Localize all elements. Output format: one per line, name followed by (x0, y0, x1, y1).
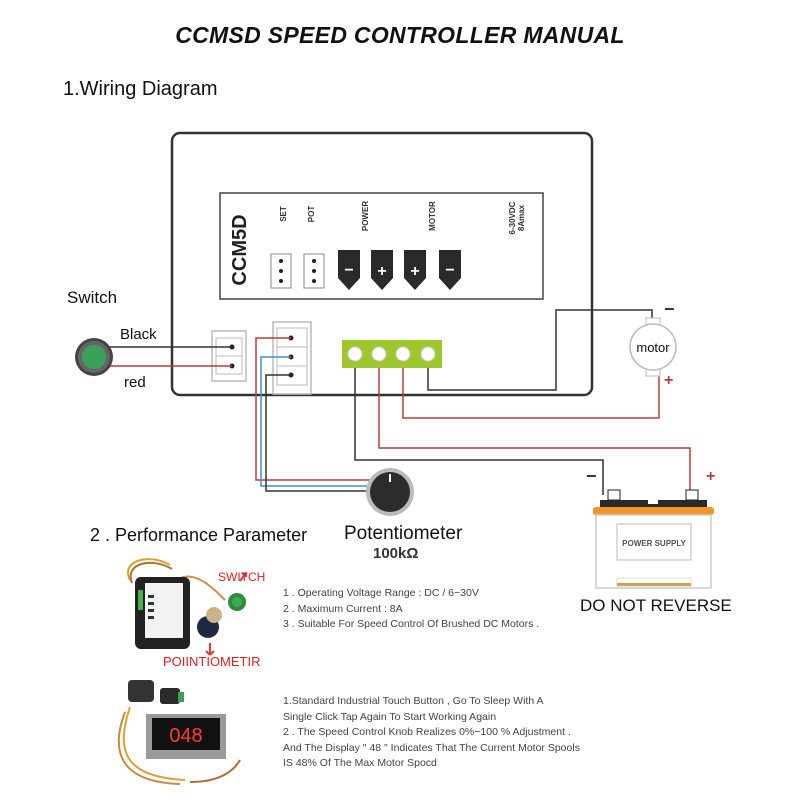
description-list: 1.Standard Industrial Touch Button , Go … (283, 694, 580, 772)
description-line: 1.Standard Industrial Touch Button , Go … (283, 695, 544, 707)
pot-wire-red (255, 337, 372, 481)
svg-text:−: − (445, 262, 454, 279)
red-wire-label: red (124, 374, 146, 391)
parameter-list: 1 . Operating Voltage Range : DC / 6−30V… (283, 586, 539, 633)
parameter-item: 3 . Suitable For Speed Control Of Brushe… (283, 618, 540, 630)
description-line: And The Display " 48 " Indicates That Th… (283, 741, 580, 754)
pot-wire-black (265, 374, 372, 492)
rating-voltage: 6-30VDC (508, 201, 517, 234)
model-label: CCM5D (229, 214, 251, 285)
rating-current: 8Amax (517, 204, 526, 231)
pot-photo-label: POIINTIOMETIR (163, 654, 261, 669)
svg-text:+: + (377, 263, 386, 280)
terminal-motor-minus: − (439, 250, 461, 290)
performance-heading: 2 . Performance Parameter (90, 525, 308, 545)
description-line: IS 48% Of The Max Motor Spocd (283, 757, 437, 769)
motor-icon (629, 317, 677, 377)
pot-wire-blue (260, 356, 372, 487)
port-label-set: SET (279, 206, 288, 222)
black-wire-label: Black (120, 326, 157, 343)
terminal-power-plus: + (371, 250, 393, 290)
terminal-motor-plus: + (404, 250, 426, 290)
potentiometer-knob-icon (366, 468, 414, 516)
parameter-item: 1 . Operating Voltage Range : DC / 6−30V (283, 587, 479, 599)
display-readout: 048 (169, 725, 202, 747)
wiring-heading: 1.Wiring Diagram (63, 78, 218, 100)
switch-button-icon (75, 338, 113, 376)
power-minus-wire (354, 368, 604, 495)
display-photo: 048 (117, 680, 241, 785)
battery-minus-sign: − (586, 466, 597, 486)
potentiometer-label: Potentiometer (344, 523, 463, 544)
controller-housing (170, 131, 594, 397)
power-plus-wire (378, 368, 691, 495)
description-line: Single Click Tap Again To Start Working … (283, 710, 497, 723)
svg-text:−: − (344, 262, 353, 279)
port-label-power: POWER (361, 201, 370, 231)
switch-label: Switch (67, 288, 118, 307)
battery-label: POWER SUPPLY (622, 539, 686, 548)
terminal-power-minus: − (338, 250, 360, 290)
motor-label: motor (636, 340, 670, 355)
motor-plus-wire (402, 368, 660, 419)
motor-minus-wire (427, 309, 653, 391)
potentiometer-value: 100kΩ (373, 545, 419, 562)
battery-plus-sign: + (706, 468, 715, 485)
parameter-item: 2 . Maximum Current : 8A (283, 602, 403, 615)
do-not-reverse-warning: DO NOT REVERSE (580, 596, 732, 615)
motor-plus-sign: + (664, 372, 673, 389)
port-label-pot: POT (307, 206, 316, 223)
page-title: CCMSD SPEED CONTROLLER MANUAL (175, 22, 625, 48)
battery-icon (593, 489, 714, 589)
svg-text:+: + (410, 263, 419, 280)
port-label-motor: MOTOR (428, 201, 437, 231)
controller-photo (127, 558, 247, 656)
controller-panel (219, 192, 544, 300)
switch-photo-label: SWITCH (218, 570, 266, 584)
motor-minus-sign: − (664, 299, 675, 319)
description-line: 2 . The Speed Control Knob Realizes 0%−1… (283, 726, 571, 738)
